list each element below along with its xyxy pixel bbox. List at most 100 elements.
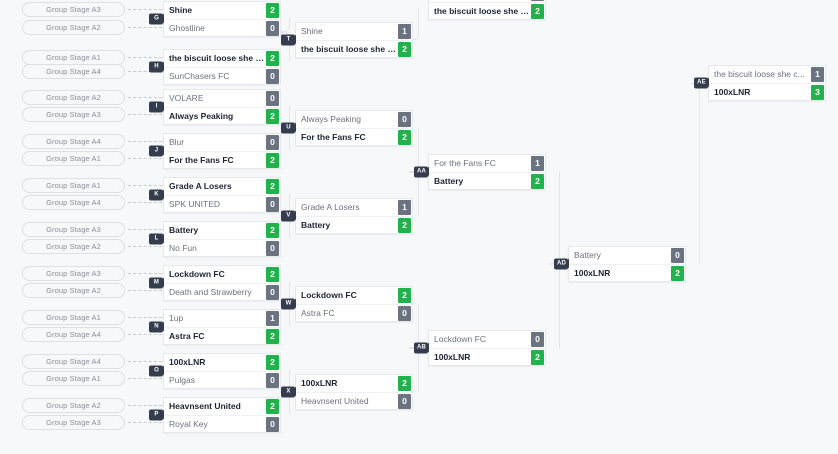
match-row[interactable]: Heavnsent United 0: [296, 392, 412, 409]
team-name: Battery: [301, 219, 331, 230]
team-score: 2: [266, 3, 279, 18]
seed-pill[interactable]: Group Stage A1: [22, 371, 125, 386]
team-name: VOLARE: [169, 93, 204, 103]
match-row[interactable]: VOLARE 0: [164, 90, 280, 107]
team-name: 100xLNR: [574, 267, 611, 278]
match-row[interactable]: Battery 2: [296, 216, 412, 233]
match-row[interactable]: 100xLNR 3: [709, 83, 825, 100]
match-row[interactable]: 100xLNR 2: [164, 354, 280, 371]
seed-pill[interactable]: Group Stage A3: [22, 107, 125, 122]
match-row[interactable]: Lockdown FC 2: [296, 287, 412, 304]
match-card[interactable]: U Always Peaking 0 For the Fans FC 2: [281, 110, 413, 146]
match-card-partial[interactable]: the biscuit loose she c... 2: [428, 0, 546, 20]
team-score: 2: [531, 173, 544, 189]
seed-pill[interactable]: Group Stage A3: [22, 415, 125, 430]
match-row[interactable]: SPK UNITED 0: [164, 195, 280, 212]
match-row[interactable]: the biscuit loose she c... 1: [709, 66, 825, 83]
seed-pill[interactable]: Group Stage A1: [22, 310, 125, 325]
match-row[interactable]: For the Fans FC 2: [296, 128, 412, 145]
match-row[interactable]: Pulgas 0: [164, 371, 280, 388]
match-row[interactable]: Lockdown FC 0: [429, 331, 545, 348]
seed-pill[interactable]: Group Stage A4: [22, 134, 125, 149]
match-row[interactable]: Grade A Losers 1: [296, 199, 412, 216]
match-row[interactable]: Battery 2: [164, 222, 280, 239]
match-row[interactable]: Shine 2: [164, 2, 280, 19]
seed-pill[interactable]: Group Stage A2: [22, 283, 125, 298]
match-card[interactable]: I VOLARE 0 Always Peaking 2: [149, 89, 281, 125]
match-row[interactable]: [429, 0, 545, 2]
match-card[interactable]: H the biscuit loose she c... 2 SunChaser…: [149, 49, 281, 85]
match-card[interactable]: AB Lockdown FC 0 100xLNR 2: [414, 330, 546, 366]
match-card[interactable]: W Lockdown FC 2 Astra FC 0: [281, 286, 413, 322]
match-code-badge: X: [281, 386, 299, 398]
match-row[interactable]: Heavnsent United 2: [164, 398, 280, 415]
seed-pill[interactable]: Group Stage A1: [22, 151, 125, 166]
team-name: Grade A Losers: [169, 181, 232, 191]
match-row[interactable]: Death and Strawberry 0: [164, 283, 280, 300]
seed-pill[interactable]: Group Stage A2: [22, 239, 125, 254]
match-card[interactable]: AA For the Fans FC 1 Battery 2: [414, 154, 546, 190]
seed-pill[interactable]: Group Stage A1: [22, 50, 125, 65]
match-row[interactable]: Blur 0: [164, 134, 280, 151]
match-row[interactable]: SunChasers FC 0: [164, 67, 280, 84]
team-name: Battery: [574, 250, 601, 260]
match-row[interactable]: Grade A Losers 2: [164, 178, 280, 195]
match-row[interactable]: Battery 0: [569, 247, 685, 264]
team-score: 2: [266, 179, 279, 194]
match-row[interactable]: Ghostline 0: [164, 19, 280, 36]
match-card[interactable]: M Lockdown FC 2 Death and Strawberry 0: [149, 265, 281, 301]
match-card[interactable]: K Grade A Losers 2 SPK UNITED 0: [149, 177, 281, 213]
match-row[interactable]: Always Peaking 2: [164, 107, 280, 124]
team-name: Astra FC: [169, 330, 205, 341]
match-card[interactable]: P Heavnsent United 2 Royal Key 0: [149, 397, 281, 433]
match-row[interactable]: Shine 1: [296, 23, 412, 40]
seed-pill[interactable]: Group Stage A3: [22, 222, 125, 237]
match-row[interactable]: the biscuit loose she c... 2: [164, 50, 280, 67]
team-score: 2: [266, 267, 279, 282]
seed-pill[interactable]: Group Stage A3: [22, 266, 125, 281]
team-name: 100xLNR: [714, 86, 751, 97]
match-card[interactable]: O 100xLNR 2 Pulgas 0: [149, 353, 281, 389]
team-name: Lockdown FC: [301, 290, 357, 300]
match-card[interactable]: N 1up 1 Astra FC 2: [149, 309, 281, 345]
match-row[interactable]: For the Fans FC 2: [164, 151, 280, 168]
match-row[interactable]: the biscuit loose she c... 2: [429, 2, 545, 19]
seed-feeder: [128, 273, 162, 274]
seed-pill[interactable]: Group Stage A2: [22, 20, 125, 35]
match-card-final[interactable]: AE the biscuit loose she c... 1 100xLNR …: [694, 65, 826, 101]
seed-pill[interactable]: Group Stage A4: [22, 327, 125, 342]
team-score: 2: [531, 349, 544, 365]
match-card[interactable]: J Blur 0 For the Fans FC 2: [149, 133, 281, 169]
match-row[interactable]: Astra FC 0: [296, 304, 412, 321]
seed-pill[interactable]: Group Stage A4: [22, 195, 125, 210]
match-row[interactable]: 100xLNR 2: [296, 375, 412, 392]
team-name: Lockdown FC: [434, 334, 486, 344]
match-code-badge: U: [281, 122, 299, 134]
seed-pill[interactable]: Group Stage A2: [22, 398, 125, 413]
seed-feeder: [128, 246, 162, 247]
match-row[interactable]: Battery 2: [429, 172, 545, 189]
match-row[interactable]: For the Fans FC 1: [429, 155, 545, 172]
match-row[interactable]: 100xLNR 2: [429, 348, 545, 365]
seed-pill[interactable]: Group Stage A3: [22, 2, 125, 17]
match-row[interactable]: Astra FC 2: [164, 327, 280, 344]
match-row[interactable]: Royal Key 0: [164, 415, 280, 432]
match-row[interactable]: 1up 1: [164, 310, 280, 327]
match-card[interactable]: V Grade A Losers 1 Battery 2: [281, 198, 413, 234]
match-row[interactable]: 100xLNR 2: [569, 264, 685, 281]
match-card[interactable]: X 100xLNR 2 Heavnsent United 0: [281, 374, 413, 410]
match-row[interactable]: the biscuit loose she c... 2: [296, 40, 412, 57]
seed-pill[interactable]: Group Stage A4: [22, 354, 125, 369]
match-row[interactable]: No Fun 0: [164, 239, 280, 256]
seed-pill[interactable]: Group Stage A1: [22, 178, 125, 193]
match-row[interactable]: Lockdown FC 2: [164, 266, 280, 283]
team-name: Battery: [169, 225, 199, 235]
seed-pill[interactable]: Group Stage A4: [22, 64, 125, 79]
match-card[interactable]: L Battery 2 No Fun 0: [149, 221, 281, 257]
match-card[interactable]: AD Battery 0 100xLNR 2: [554, 246, 686, 282]
seed-pill[interactable]: Group Stage A2: [22, 90, 125, 105]
match-row[interactable]: Always Peaking 0: [296, 111, 412, 128]
bracket-connector: [550, 264, 560, 348]
match-card[interactable]: G Shine 2 Ghostline 0: [149, 1, 281, 37]
match-card[interactable]: T Shine 1 the biscuit loose she c... 2: [281, 22, 413, 58]
